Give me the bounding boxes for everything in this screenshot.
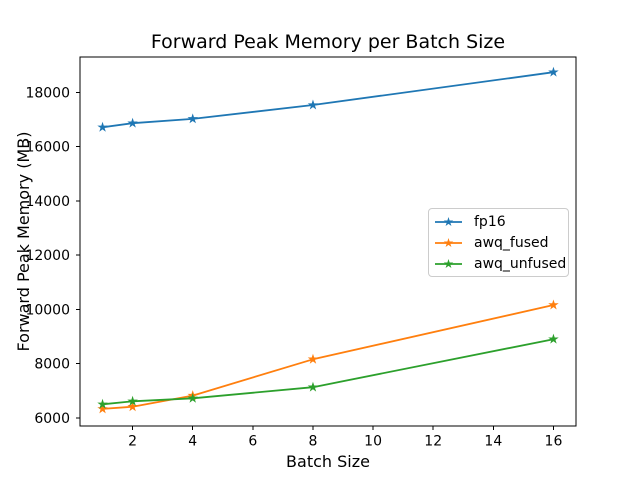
y-tick-label: 14000: [25, 194, 70, 210]
marker-awq_fused-batch-8: [307, 353, 319, 364]
x-tick-label: 14: [484, 434, 502, 450]
x-tick-label: 6: [248, 434, 257, 450]
legend-item-awq_unfused: awq_unfused: [429, 253, 568, 274]
marker-awq_unfused-batch-16: [548, 333, 559, 344]
series-line-awq_unfused: [101, 338, 555, 406]
series-line-awq_fused: [101, 304, 555, 410]
x-tick-label: 4: [188, 434, 197, 450]
y-tick-label: 12000: [25, 248, 70, 264]
legend-item-fp16: fp16: [429, 211, 568, 232]
marker-awq_unfused-batch-8: [307, 381, 319, 392]
y-tick-label: 6000: [34, 411, 70, 427]
marker-fp16-batch-4: [187, 113, 198, 124]
series-markers-awq_unfused: [97, 333, 559, 409]
legend-item-label: awq_fused: [474, 234, 549, 251]
legend: fp16 awq_fused awq_unfused: [428, 208, 569, 277]
legend-line-star-icon: [435, 237, 462, 247]
y-tick-label: 16000: [25, 140, 70, 156]
chart-title: Forward Peak Memory per Batch Size: [150, 31, 506, 53]
legend-item-label: awq_unfused: [474, 255, 567, 272]
legend-item-awq_fused: awq_fused: [429, 232, 568, 253]
legend-item-label: fp16: [474, 213, 506, 230]
marker-awq_fused-batch-2: [127, 401, 138, 412]
series-line-fp16: [101, 71, 555, 129]
y-ticks: 6000 8000 10000 12000 14000 16000 18000: [25, 85, 80, 427]
marker-awq_fused-batch-1: [97, 403, 108, 414]
x-tick-label: 12: [424, 434, 442, 450]
marker-fp16-batch-16: [548, 66, 559, 77]
marker-awq_unfused-batch-4: [187, 392, 198, 403]
marker-awq_unfused-batch-1: [97, 398, 108, 409]
marker-awq_unfused-batch-2: [127, 395, 138, 406]
x-tick-label: 2: [128, 434, 137, 450]
marker-fp16-batch-1: [97, 121, 108, 132]
legend-line-star-icon: [435, 258, 462, 268]
axes-frame: [79, 56, 577, 427]
marker-fp16-batch-8: [307, 99, 319, 110]
y-tick-label: 8000: [34, 357, 70, 373]
x-ticks: 2 4 6 8 10 12 14 16: [128, 426, 562, 450]
x-tick-label: 10: [364, 434, 382, 450]
legend-line-star-icon: [435, 216, 462, 226]
y-axis-label: Forward Peak Memory (MB): [14, 131, 33, 352]
y-tick-label: 18000: [25, 85, 70, 101]
x-axis-label: Batch Size: [286, 452, 370, 471]
marker-fp16-batch-2: [127, 117, 138, 128]
y-tick-label: 10000: [25, 302, 70, 318]
x-tick-label: 8: [309, 434, 318, 450]
marker-awq_fused-batch-16: [548, 299, 559, 310]
x-tick-label: 16: [545, 434, 563, 450]
series-markers-fp16: [97, 66, 559, 132]
